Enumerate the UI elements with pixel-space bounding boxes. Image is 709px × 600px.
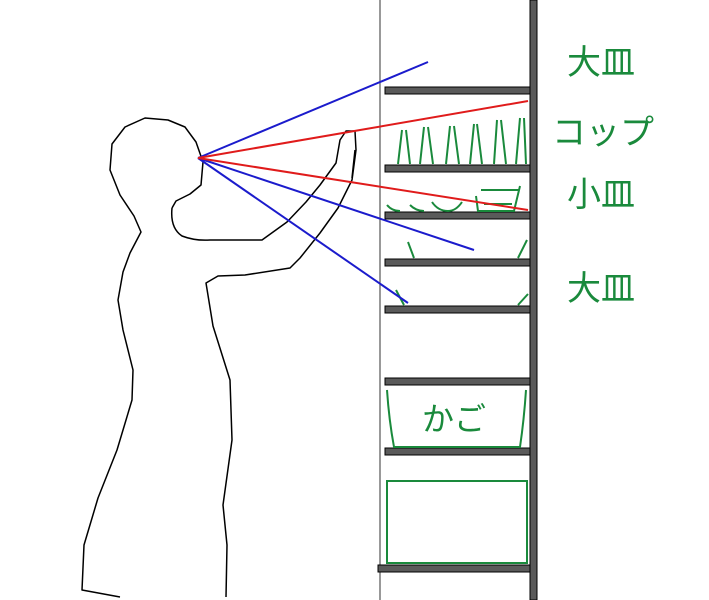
- shelf-8: [377, 564, 531, 573]
- label-cups: コップ: [552, 113, 654, 153]
- plates-shelf-5-drawing: [395, 289, 529, 306]
- sight-lines-red: [197, 100, 529, 211]
- shelf-5: [384, 305, 531, 314]
- label-top-plate: 大皿: [567, 43, 635, 83]
- shelf-1: [384, 86, 531, 95]
- shelf-2: [384, 164, 531, 173]
- storage-box: [386, 480, 528, 564]
- shelf-4: [384, 258, 531, 267]
- label-small-plate: 小皿: [567, 175, 635, 215]
- person-silhouette: [81, 117, 357, 598]
- basket-outline: [386, 389, 527, 448]
- shelf-7: [384, 447, 531, 456]
- shelves: [377, 86, 531, 573]
- sight-lines-blue: [197, 61, 475, 304]
- plates-shelf-4-drawing: [407, 239, 528, 259]
- label-basket: かご: [422, 400, 486, 438]
- shelf-3: [384, 211, 531, 220]
- label-bottom-plate: 大皿: [567, 269, 635, 309]
- cups-drawing: [397, 117, 527, 165]
- shelf-6: [384, 377, 531, 386]
- cabinet-back-wall: [529, 0, 538, 600]
